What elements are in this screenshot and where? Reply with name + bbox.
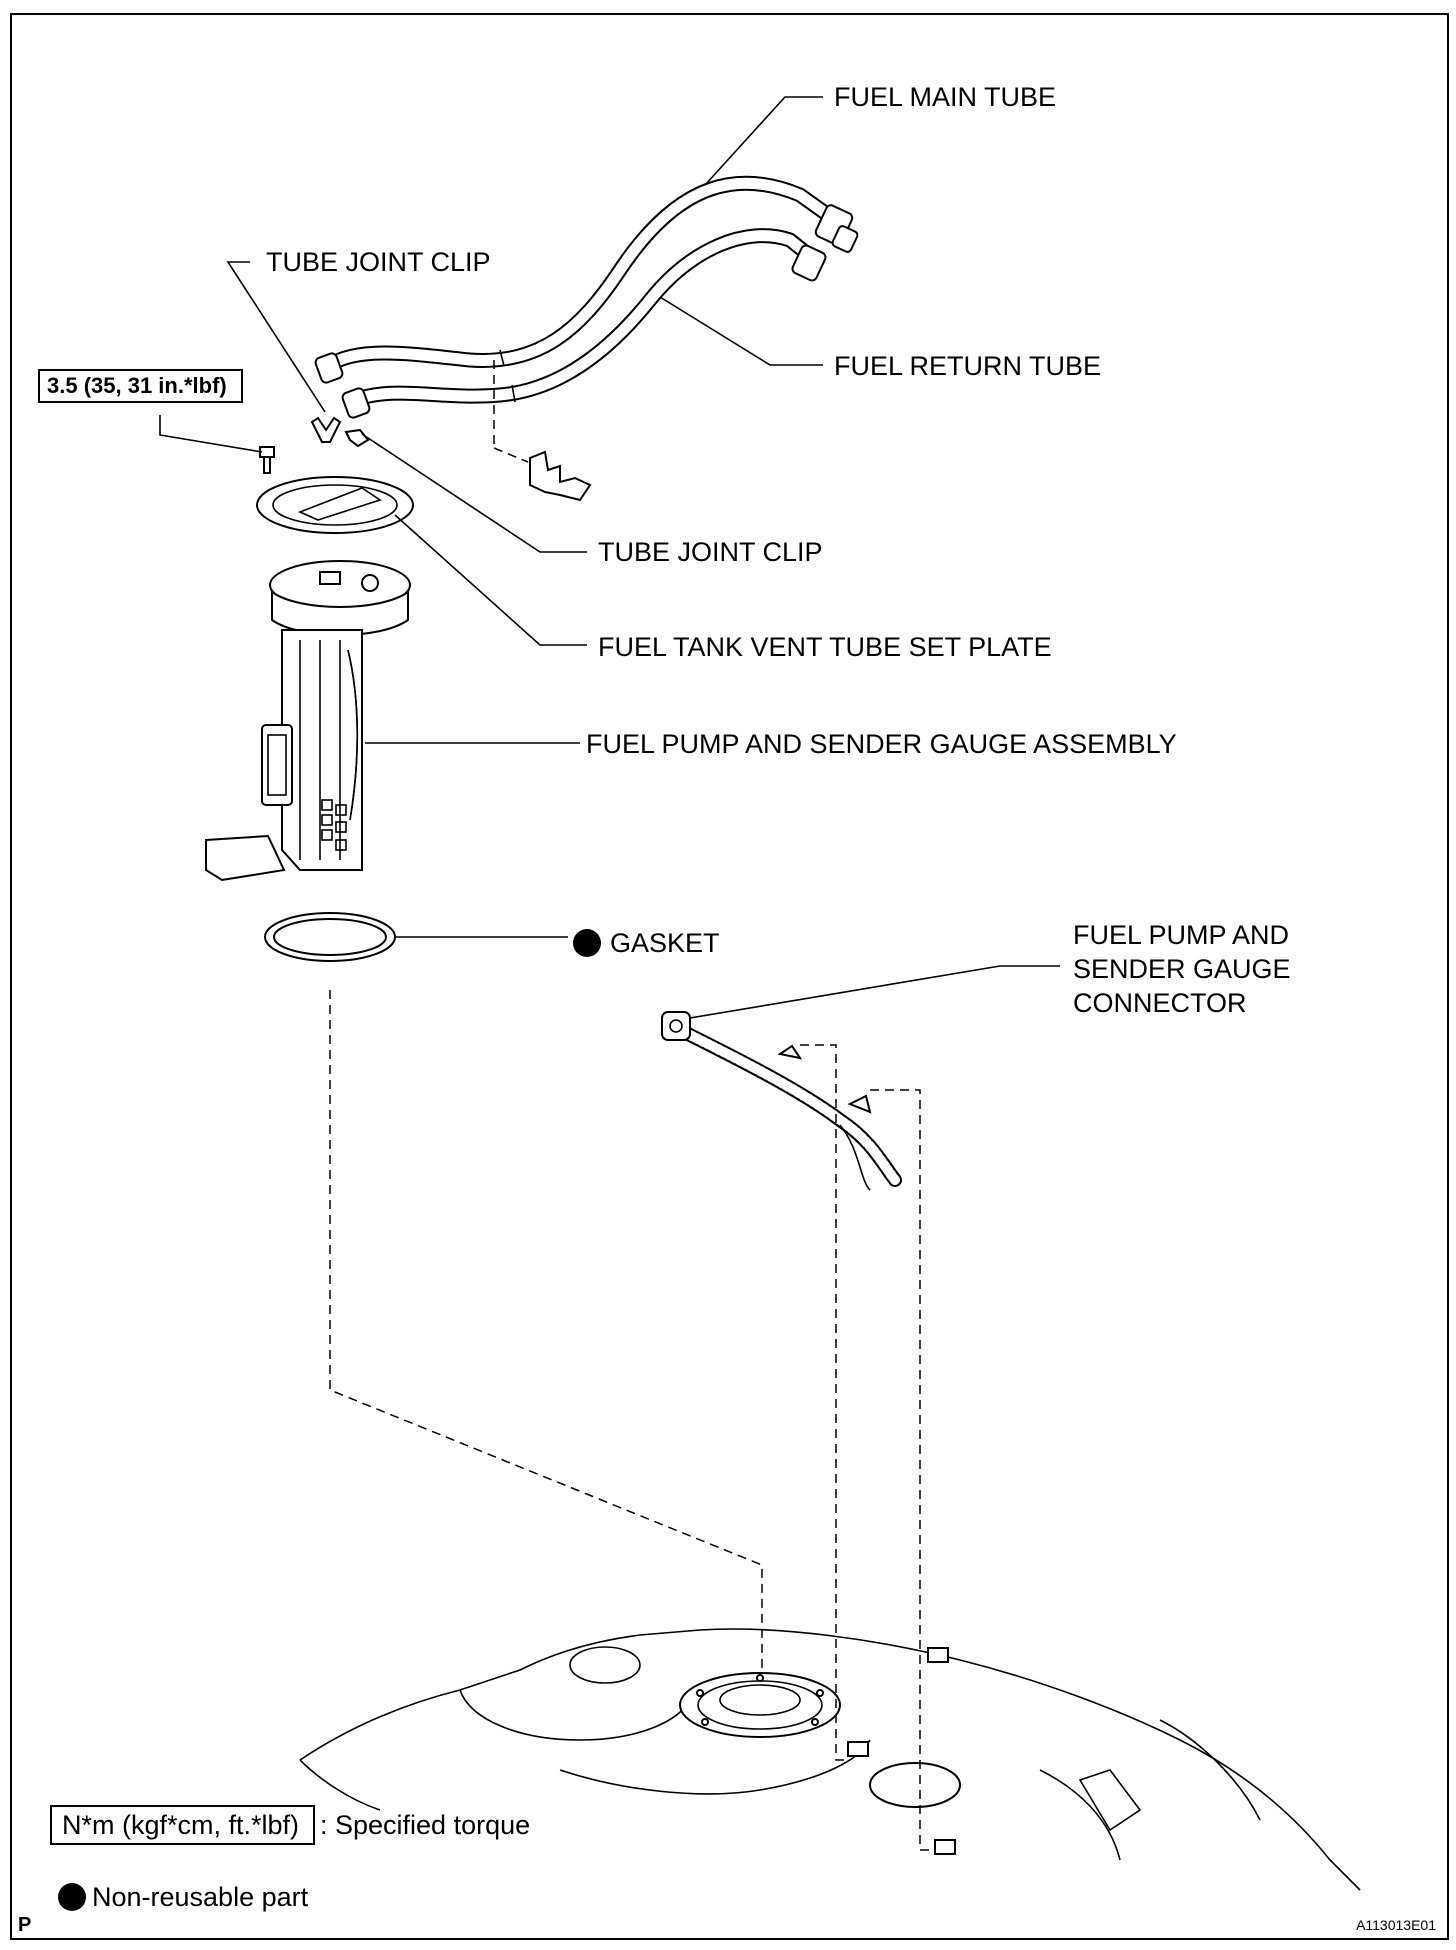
fuel-pump-assembly xyxy=(205,560,411,882)
bolt xyxy=(259,446,275,474)
label-connector-line3: CONNECTOR xyxy=(1073,988,1247,1018)
tube-joint-clip-lower-part xyxy=(344,428,370,448)
fuel-return-tube xyxy=(347,228,827,408)
tube-holder-clamp xyxy=(529,450,592,502)
torque-box xyxy=(38,369,243,403)
label-connector-line2: SENDER GAUGE xyxy=(1073,954,1291,984)
label-fuel-main-tube: FUEL MAIN TUBE xyxy=(834,82,1056,112)
legend-torque-box xyxy=(50,1805,315,1845)
alignment-dashed-lines xyxy=(329,990,935,1851)
vent-tube-set-plate xyxy=(256,476,414,534)
label-fuel-return-tube: FUEL RETURN TUBE xyxy=(834,351,1101,381)
tube-end-fittings xyxy=(314,352,371,419)
label-gasket: GASKET xyxy=(610,928,720,958)
label-pump-assembly: FUEL PUMP AND SENDER GAUGE ASSEMBLY xyxy=(586,729,1177,759)
label-tube-joint-clip-lower: TUBE JOINT CLIP xyxy=(598,537,823,567)
non-reusable-dot-gasket xyxy=(573,929,601,957)
connector-harness xyxy=(661,1011,902,1191)
figure-id: A113013E01 xyxy=(1356,1917,1436,1933)
fuel-tank xyxy=(299,1628,1361,1891)
label-tube-joint-clip-upper: TUBE JOINT CLIP xyxy=(266,247,491,277)
label-connector-line1: FUEL PUMP AND xyxy=(1073,920,1289,950)
gasket-part xyxy=(264,912,396,962)
fuel-main-tube xyxy=(322,175,859,373)
legend-non-reusable-dot xyxy=(58,1883,86,1911)
legend-non-reusable-text: Non-reusable part xyxy=(92,1882,309,1912)
diagram-frame xyxy=(10,13,1449,1940)
page-letter: P xyxy=(18,1914,31,1936)
label-torque-value: 3.5 (35, 31 in.*lbf) xyxy=(47,373,227,398)
legend-torque-desc: : Specified torque xyxy=(320,1810,530,1840)
tube-joint-clip-upper-part xyxy=(310,416,342,443)
leader-lines xyxy=(159,96,1060,1019)
legend-torque-box-text: N*m (kgf*cm, ft.*lbf) xyxy=(62,1810,299,1840)
label-vent-tube-set-plate: FUEL TANK VENT TUBE SET PLATE xyxy=(598,632,1052,662)
